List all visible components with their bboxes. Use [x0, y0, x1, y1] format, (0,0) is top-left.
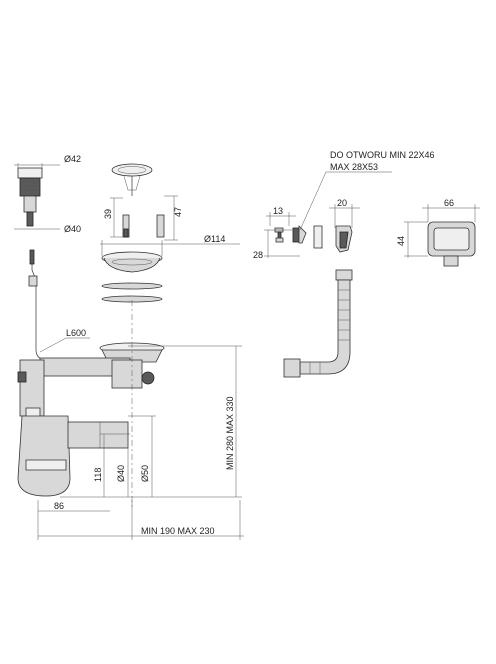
flexible-overflow-hose	[283, 269, 353, 378]
dimension-h28: 28	[253, 250, 263, 260]
dimension-h47: 47	[173, 207, 183, 217]
dimension-w86: 86	[54, 501, 64, 511]
dimension-w20: 20	[337, 198, 347, 208]
clip-parts	[264, 204, 360, 258]
hole-size-line2: MAX 28X53	[330, 162, 378, 172]
siphon-dimension-lines	[37, 345, 244, 540]
dimension-h44: 44	[396, 236, 406, 246]
dimension-height-range: MIN 280 MAX 330	[225, 396, 235, 470]
dimension-w66: 66	[444, 198, 454, 208]
drain-flange-part	[100, 240, 240, 303]
hole-size-line1: DO OTWORU MIN 22X46	[330, 150, 435, 160]
dimension-w13: 13	[273, 206, 283, 216]
dimension-width-range: MIN 190 MAX 230	[141, 526, 215, 536]
rectangular-overflow-part	[404, 204, 480, 267]
dimension-h118: 118	[93, 468, 103, 482]
siphon-assembly	[17, 249, 165, 510]
strainer-basket-part	[110, 163, 178, 241]
overflow-plug-part	[14, 163, 60, 230]
dimension-h39: 39	[103, 209, 113, 219]
hole-callout	[299, 171, 392, 231]
dimension-d50: Ø50	[140, 465, 150, 482]
dimension-d114: Ø114	[204, 234, 225, 244]
dimension-l600: L600	[66, 328, 86, 338]
dimension-d40-top: Ø40	[64, 224, 81, 234]
dimension-d42: Ø42	[64, 154, 81, 164]
dimension-d40-pipe: Ø40	[116, 465, 126, 482]
